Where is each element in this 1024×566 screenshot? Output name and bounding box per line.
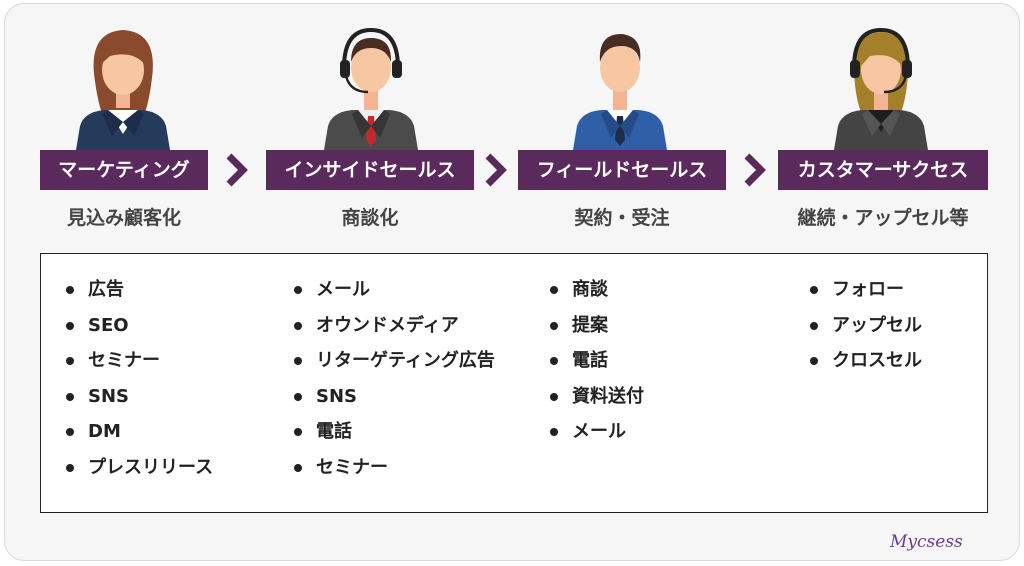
activity-label: SNS bbox=[88, 385, 129, 407]
bullet-icon bbox=[550, 321, 558, 330]
list-item: アップセル bbox=[806, 308, 922, 344]
field-sales-activities-list: 商談 提案 電話 資料送付 メール bbox=[546, 272, 644, 450]
man-business-icon bbox=[565, 22, 675, 150]
inside-sales-activities-list: メール オウンドメディア リターゲティング広告 SNS 電話 セミナー bbox=[290, 272, 495, 486]
customer-success-activities-list: フォロー アップセル クロスセル bbox=[806, 272, 922, 379]
bullet-icon bbox=[294, 463, 302, 472]
bullet-icon bbox=[66, 392, 74, 401]
bullet-icon bbox=[810, 286, 818, 294]
bullet-icon bbox=[294, 286, 302, 294]
list-item: SNS bbox=[62, 379, 213, 415]
list-item: DM bbox=[62, 414, 213, 450]
activity-label: クロスセル bbox=[832, 350, 922, 372]
flow-arrow-3 bbox=[743, 152, 767, 188]
activity-label: 提案 bbox=[572, 314, 608, 336]
bullet-icon bbox=[66, 357, 74, 366]
mycsess-logo: Mycsess bbox=[890, 532, 963, 552]
list-item: 商談 bbox=[546, 272, 644, 308]
stage-marketing-goal: 見込み顧客化 bbox=[66, 207, 181, 229]
flow-arrow-2 bbox=[484, 152, 508, 188]
list-item: 広告 bbox=[62, 272, 213, 308]
marketing-activities-list: 広告 SEO セミナー SNS DM プレスリリース bbox=[62, 272, 213, 486]
man-headset-icon bbox=[316, 22, 426, 150]
bullet-icon bbox=[294, 428, 302, 437]
woman-business-icon bbox=[68, 22, 178, 150]
activity-label: SNS bbox=[316, 385, 357, 407]
activity-label: 広告 bbox=[88, 279, 124, 300]
bullet-icon bbox=[66, 428, 74, 437]
stage-customer-success-goal: 継続・アップセル等 bbox=[797, 207, 969, 229]
stage-customer-success-label: カスタマーサクセス bbox=[778, 150, 988, 190]
activity-label: メール bbox=[316, 279, 370, 300]
stage-inside-sales-goal: 商談化 bbox=[341, 207, 399, 229]
activity-label: 商談 bbox=[572, 279, 608, 300]
list-item: 電話 bbox=[546, 343, 644, 379]
bullet-icon bbox=[66, 321, 74, 330]
activity-label: SEO bbox=[88, 314, 129, 336]
bullet-icon bbox=[294, 392, 302, 401]
stage-inside-sales-label: インサイドセールス bbox=[266, 150, 474, 190]
woman-headset-icon bbox=[826, 22, 936, 150]
activity-label: DM bbox=[88, 421, 121, 443]
activity-label: セミナー bbox=[88, 350, 160, 372]
activity-label: リターゲティング広告 bbox=[316, 350, 495, 372]
bullet-icon bbox=[810, 321, 818, 330]
activity-label: 資料送付 bbox=[572, 385, 644, 407]
flow-arrow-1 bbox=[225, 152, 249, 188]
activity-label: アップセル bbox=[832, 314, 922, 336]
activity-label: メール bbox=[572, 421, 626, 443]
stage-field-sales-label: フィールドセールス bbox=[518, 150, 726, 190]
activity-label: オウンドメディア bbox=[316, 314, 459, 336]
list-item: 電話 bbox=[290, 414, 495, 450]
list-item: クロスセル bbox=[806, 343, 922, 379]
bullet-icon bbox=[294, 321, 302, 330]
stage-field-sales-goal: 契約・受注 bbox=[574, 207, 670, 229]
activity-label: 電話 bbox=[572, 350, 608, 372]
activity-label: セミナー bbox=[316, 456, 388, 478]
activity-label: プレスリリース bbox=[88, 456, 214, 478]
activity-label: 電話 bbox=[316, 421, 352, 443]
list-item: 資料送付 bbox=[546, 379, 644, 415]
list-item: フォロー bbox=[806, 272, 922, 308]
list-item: メール bbox=[290, 272, 495, 308]
stage-marketing-label: マーケティング bbox=[40, 150, 208, 190]
list-item: セミナー bbox=[62, 343, 213, 379]
bullet-icon bbox=[550, 286, 558, 294]
list-item: リターゲティング広告 bbox=[290, 343, 495, 379]
activity-label: フォロー bbox=[832, 279, 904, 300]
list-item: セミナー bbox=[290, 450, 495, 486]
list-item: SEO bbox=[62, 308, 213, 344]
list-item: 提案 bbox=[546, 308, 644, 344]
activities-box bbox=[40, 253, 988, 513]
list-item: SNS bbox=[290, 379, 495, 415]
bullet-icon bbox=[550, 428, 558, 437]
bullet-icon bbox=[294, 357, 302, 366]
bullet-icon bbox=[550, 357, 558, 366]
bullet-icon bbox=[810, 357, 818, 366]
bullet-icon bbox=[66, 286, 74, 294]
bullet-icon bbox=[66, 463, 74, 472]
bullet-icon bbox=[550, 392, 558, 401]
list-item: メール bbox=[546, 414, 644, 450]
list-item: オウンドメディア bbox=[290, 308, 495, 344]
list-item: プレスリリース bbox=[62, 450, 213, 486]
